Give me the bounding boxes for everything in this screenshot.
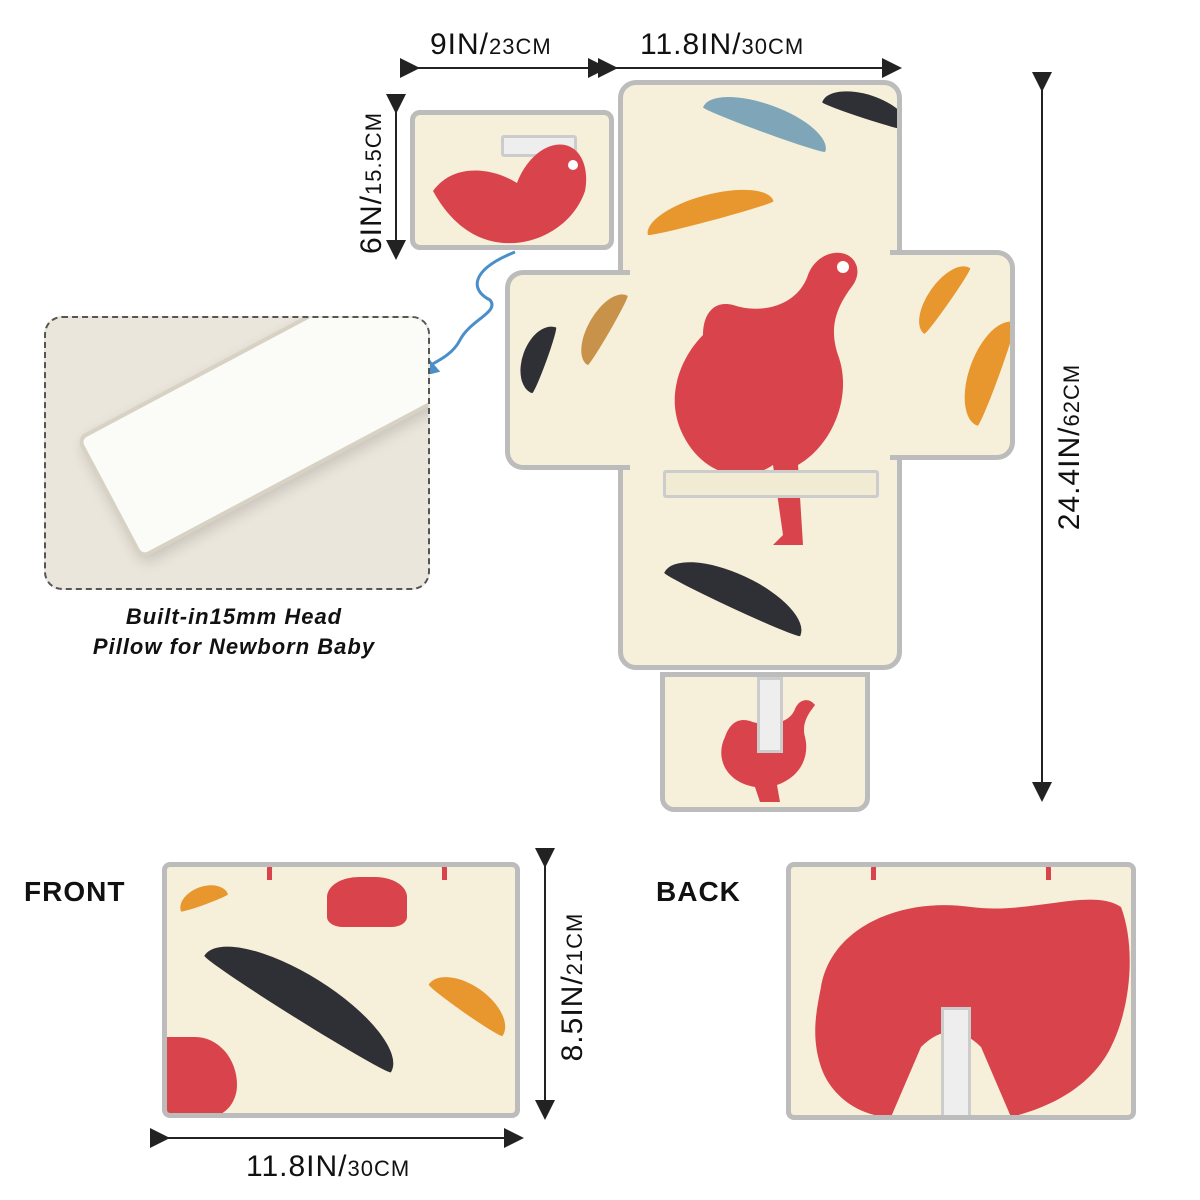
pillow-flap — [410, 110, 614, 250]
pillow-caption-line2: Pillow for Newborn Baby — [92, 634, 376, 659]
velcro-strap — [757, 677, 783, 753]
rooster-illustration — [815, 899, 1130, 1115]
mat-right-wing — [890, 250, 1015, 460]
feather-illustration — [702, 85, 834, 155]
carry-handle — [267, 867, 447, 880]
dimension-cm: 30CM — [347, 1156, 411, 1181]
dimension-cm: 62CM — [1059, 363, 1084, 427]
front-label: FRONT — [24, 876, 126, 907]
feather-illustration — [202, 922, 412, 1076]
back-label: BACK — [656, 876, 741, 907]
dimension-label-total-length: 24.4IN/62CM — [1053, 327, 1087, 567]
dimension-inches: 11.8IN/ — [246, 1150, 348, 1183]
rooster-illustration — [433, 144, 587, 244]
dimension-cm: 23CM — [489, 34, 552, 59]
feather-illustration — [570, 285, 630, 367]
feather-illustration — [511, 320, 559, 394]
mat-left-wing — [505, 270, 630, 470]
feather-illustration — [908, 256, 972, 336]
dimension-inches: 8.5IN/ — [556, 975, 589, 1062]
rooster-illustration — [327, 877, 407, 927]
pillow-caption-line1: Built-in15mm Head — [125, 604, 343, 629]
velcro-strap — [941, 1007, 971, 1115]
pillow-closeup-frame — [44, 316, 430, 590]
dimension-label-pillow-height: 6IN/15.5CM — [355, 103, 389, 263]
feather-illustration — [427, 963, 515, 1039]
feather-illustration — [952, 313, 1010, 427]
carry-handle — [871, 867, 1051, 880]
rooster-illustration — [167, 1037, 237, 1113]
feather-illustration — [175, 878, 229, 914]
dimension-inches: 6IN/ — [355, 195, 388, 255]
folded-back — [786, 862, 1136, 1120]
dimension-inches: 11.8IN/ — [640, 28, 742, 61]
dimension-inches: 9IN/ — [430, 28, 490, 61]
dimension-cm: 21CM — [562, 912, 587, 976]
dimension-label-top-right: 11.8IN/30CM — [640, 28, 804, 62]
pillow-caption: Built-in15mm Head Pillow for Newborn Bab… — [24, 602, 444, 662]
curved-pointer-arrow — [407, 250, 516, 380]
mat-bottom-flap — [660, 672, 870, 812]
dimension-cm: 30CM — [741, 34, 805, 59]
dimension-label-folded-height: 8.5IN/21CM — [556, 892, 590, 1082]
pillow-closeup-foam — [76, 318, 428, 560]
dimension-inches: 24.4IN/ — [1053, 426, 1086, 531]
feather-illustration — [821, 85, 897, 133]
velcro-strap — [663, 470, 879, 498]
dimension-cm: 15.5CM — [361, 111, 386, 196]
dimension-label-top-left: 9IN/23CM — [430, 28, 552, 62]
rooster-illustration — [674, 252, 858, 545]
folded-front — [162, 862, 520, 1118]
changing-mat-open — [618, 80, 902, 670]
dimension-label-folded-width: 11.8IN/30CM — [246, 1150, 410, 1184]
